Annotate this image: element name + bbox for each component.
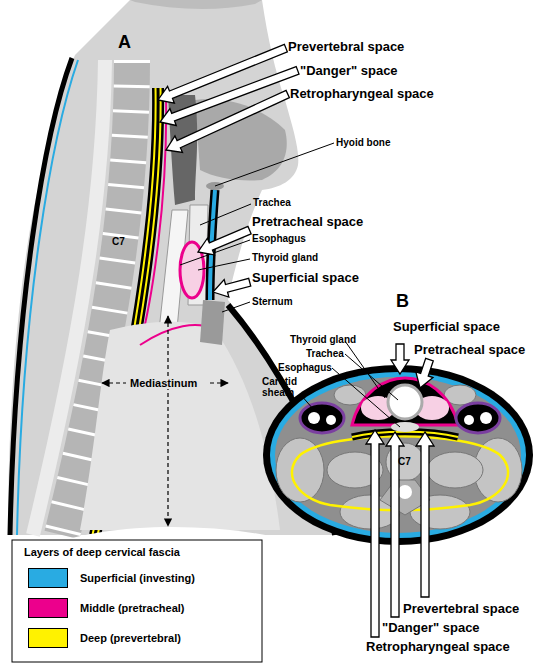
space-label: Pretracheal space — [252, 215, 363, 229]
legend-text: Superficial (investing) — [80, 572, 195, 584]
body-silhouette — [8, 0, 335, 535]
pointer-arrow — [411, 357, 438, 391]
panel-letter: A — [118, 33, 131, 53]
anatomy-label: Thyroid gland — [252, 252, 318, 263]
anatomy-label: Carotid sheath — [262, 376, 306, 398]
legend-box — [12, 540, 262, 662]
legend-text: Deep (prevertebral) — [80, 632, 181, 644]
pointer-arrow — [194, 222, 253, 260]
carotid-artery — [308, 412, 320, 424]
space-label: Prevertebral space — [403, 602, 519, 616]
jugular-vein — [464, 415, 474, 425]
anatomy-label: Esophagus — [278, 362, 332, 373]
leader-line — [345, 354, 398, 400]
vertebra-label: C7 — [398, 456, 411, 467]
dimension-arrow — [167, 316, 168, 526]
mediastinum — [80, 322, 280, 530]
legend-swatch — [28, 568, 68, 588]
leader-line — [215, 143, 334, 186]
space-label: Superficial space — [252, 271, 359, 285]
space-label: Pretracheal space — [414, 343, 525, 357]
danger-space-band — [352, 432, 458, 437]
muscle — [427, 452, 483, 488]
legend-swatch — [28, 598, 68, 618]
anatomy-label: Hyoid bone — [336, 137, 390, 148]
space-label: Prevertebral space — [288, 40, 404, 54]
anatomy-label: Mediastinum — [128, 377, 199, 389]
pointer-arrow — [416, 432, 434, 597]
panel-letter: B — [396, 292, 409, 312]
anatomy-label: Sternum — [252, 296, 293, 307]
anatomy-label: Thyroid gland — [290, 334, 356, 345]
anatomy-label: Trachea — [306, 348, 344, 359]
jugular-vein — [326, 415, 336, 425]
spinal-canal — [398, 485, 412, 499]
leader-line — [300, 394, 314, 410]
dimension-arrow — [102, 382, 126, 383]
carotid-sheath — [456, 403, 500, 433]
anatomy-label: Trachea — [253, 197, 291, 208]
anatomy-label: Esophagus — [252, 233, 306, 244]
dimension-arrow — [210, 382, 228, 383]
pointer-arrow — [162, 86, 291, 158]
leader-lines — [180, 143, 400, 427]
legend-swatch — [28, 628, 68, 648]
sternum — [200, 300, 225, 345]
pointer-arrow — [366, 430, 384, 637]
leader-line — [198, 259, 250, 270]
pointer-arrow — [211, 273, 252, 300]
vertebra-label: C7 — [112, 236, 125, 247]
leader-line — [345, 341, 385, 398]
legend-text: Middle (pretracheal) — [80, 602, 185, 614]
prevertebral-layer — [352, 432, 458, 437]
pretracheal-layer — [352, 378, 458, 425]
esophagus — [391, 422, 419, 432]
legend-heading: Layers of deep cervical fascia — [24, 546, 180, 558]
carotid-artery — [480, 412, 492, 424]
leader-line — [332, 368, 400, 427]
space-label: "Danger" space — [300, 64, 398, 78]
leader-line — [200, 204, 251, 225]
skull-base — [130, 0, 262, 9]
space-label: Superficial space — [393, 320, 500, 334]
pointer-arrow — [391, 344, 409, 374]
carotid-sheath — [300, 403, 344, 433]
trachea — [388, 385, 422, 419]
space-label: Retropharyngeal space — [290, 87, 434, 101]
space-label: Retropharyngeal space — [366, 640, 510, 654]
leader-line — [222, 302, 250, 312]
space-label: "Danger" space — [382, 621, 480, 635]
